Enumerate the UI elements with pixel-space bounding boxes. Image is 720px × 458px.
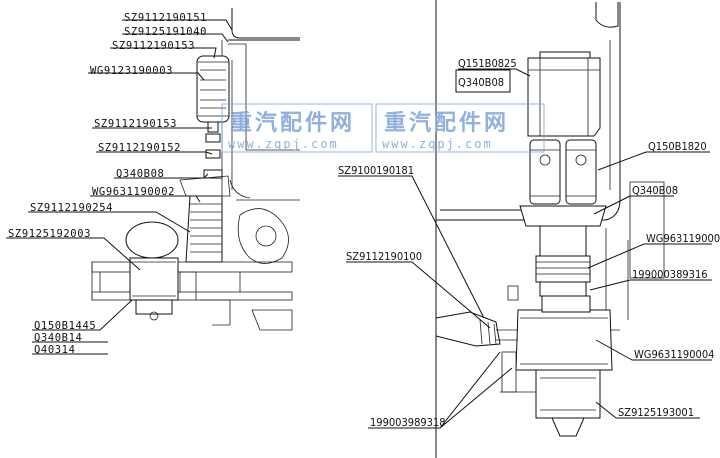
part-label: SZ9112190254 [30, 202, 113, 214]
part-label: WG9631190002 [92, 186, 175, 198]
right-leader-lines [338, 68, 712, 429]
right-part-labels: Q151B0825 Q340B08 SZ9100190181 Q150B1820… [338, 57, 720, 429]
watermark-frame [221, 103, 373, 153]
part-label: Q40314 [34, 344, 76, 356]
part-label: SZ9100190181 [338, 164, 414, 177]
watermark-frame [375, 103, 545, 153]
part-label: WG9631190003 [646, 232, 720, 245]
part-label: SZ9125193001 [618, 406, 694, 419]
part-label: 199000389316 [632, 268, 708, 281]
part-label: Q340B08 [116, 168, 164, 180]
part-label: SZ9112190153 [94, 118, 177, 130]
left-leader-lines [6, 19, 233, 355]
part-label: SZ9112190100 [346, 250, 422, 263]
part-label: SZ9112190153 [112, 40, 195, 52]
part-label: WG9631190004 [634, 348, 714, 361]
part-label: Q150B1445 [34, 320, 96, 332]
right-assembly-drawing [435, 2, 665, 437]
part-label: SZ9112190151 [124, 12, 207, 24]
part-label: WG9123190003 [90, 65, 173, 77]
watermark-text: 重汽配件网 [384, 110, 509, 136]
watermark-url: www.zqpj.com [228, 137, 339, 151]
part-label: Q340B14 [34, 332, 82, 344]
part-label: Q340B08 [632, 184, 678, 197]
part-label: SZ9125192003 [8, 228, 91, 240]
left-part-labels: SZ9112190151 SZ9125191040 SZ9112190153 W… [8, 12, 207, 356]
part-label: SZ9112190152 [98, 142, 181, 154]
watermark-url: www.zqpj.com [382, 137, 493, 151]
watermark: 重汽配件网 www.zqpj.com 重汽配件网 www.zqpj.com [221, 103, 545, 153]
left-assembly-drawing [91, 8, 300, 331]
part-label: SZ9125191040 [124, 26, 207, 38]
part-label: 199003989318 [370, 416, 446, 429]
part-label: Q340B08 [458, 76, 504, 89]
part-label: Q150B1820 [648, 140, 707, 153]
watermark-text: 重汽配件网 [230, 110, 355, 136]
part-label: Q151B0825 [458, 57, 517, 70]
